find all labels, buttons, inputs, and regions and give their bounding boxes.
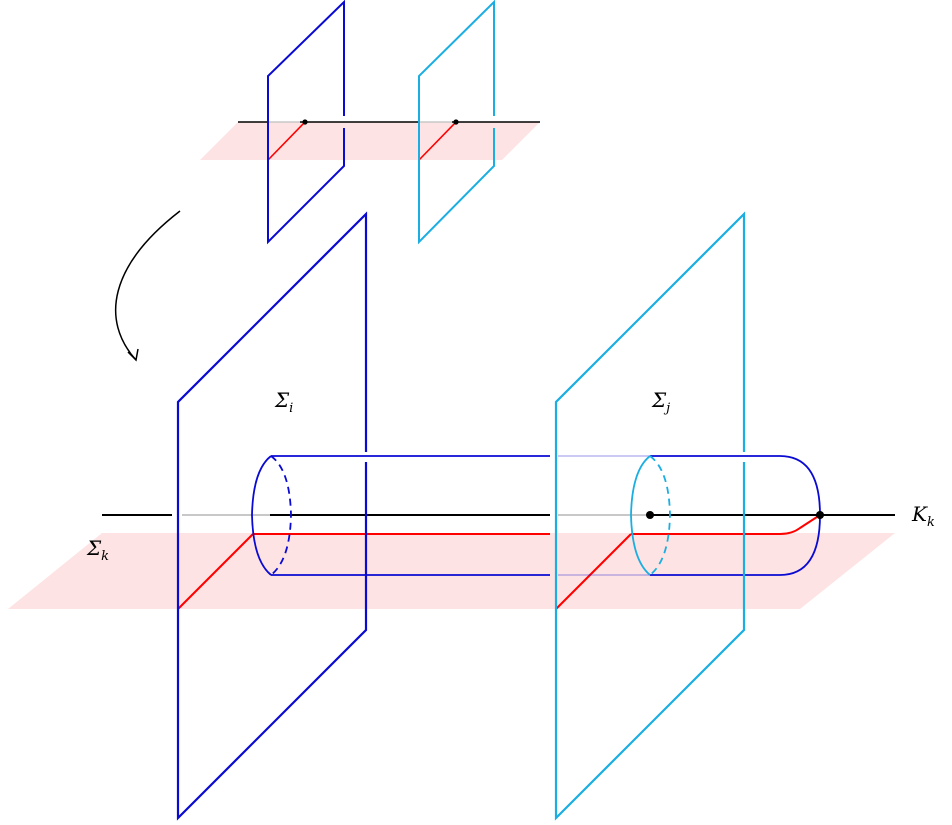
curve-entry-i [177, 533, 254, 610]
small-curve-i [267, 121, 306, 161]
plane-sigma-k [8, 533, 895, 609]
curve-entry-j [555, 533, 632, 610]
curved-arrow-icon [115, 210, 181, 362]
label-sigma-i: Σi [274, 388, 293, 416]
tube-right-cap-back [649, 455, 671, 576]
label-sigma-k: Σk [86, 536, 109, 564]
plane-sigma-i [176, 211, 368, 821]
small-diagram [200, 0, 540, 245]
point-on-knot [816, 511, 824, 519]
curve-to-knot [631, 514, 821, 535]
tube-left-cap-back [270, 455, 292, 576]
small-curve-j [418, 121, 457, 161]
small-point-j [453, 119, 459, 125]
point-on-sigma-j [646, 511, 654, 519]
plane-sigma-j [554, 211, 746, 821]
small-point-i [302, 119, 308, 125]
small-plane-i [267, 0, 345, 245]
label-sigma-j: Σj [651, 388, 670, 416]
label-knot-k: Kk [911, 502, 935, 530]
small-plane-k [200, 122, 540, 160]
tube-left-cap-front [251, 455, 272, 576]
tube-right-cap-front [630, 455, 651, 576]
small-plane-j [418, 0, 495, 245]
main-diagram: Σi Σj Σk Kk [8, 211, 935, 821]
